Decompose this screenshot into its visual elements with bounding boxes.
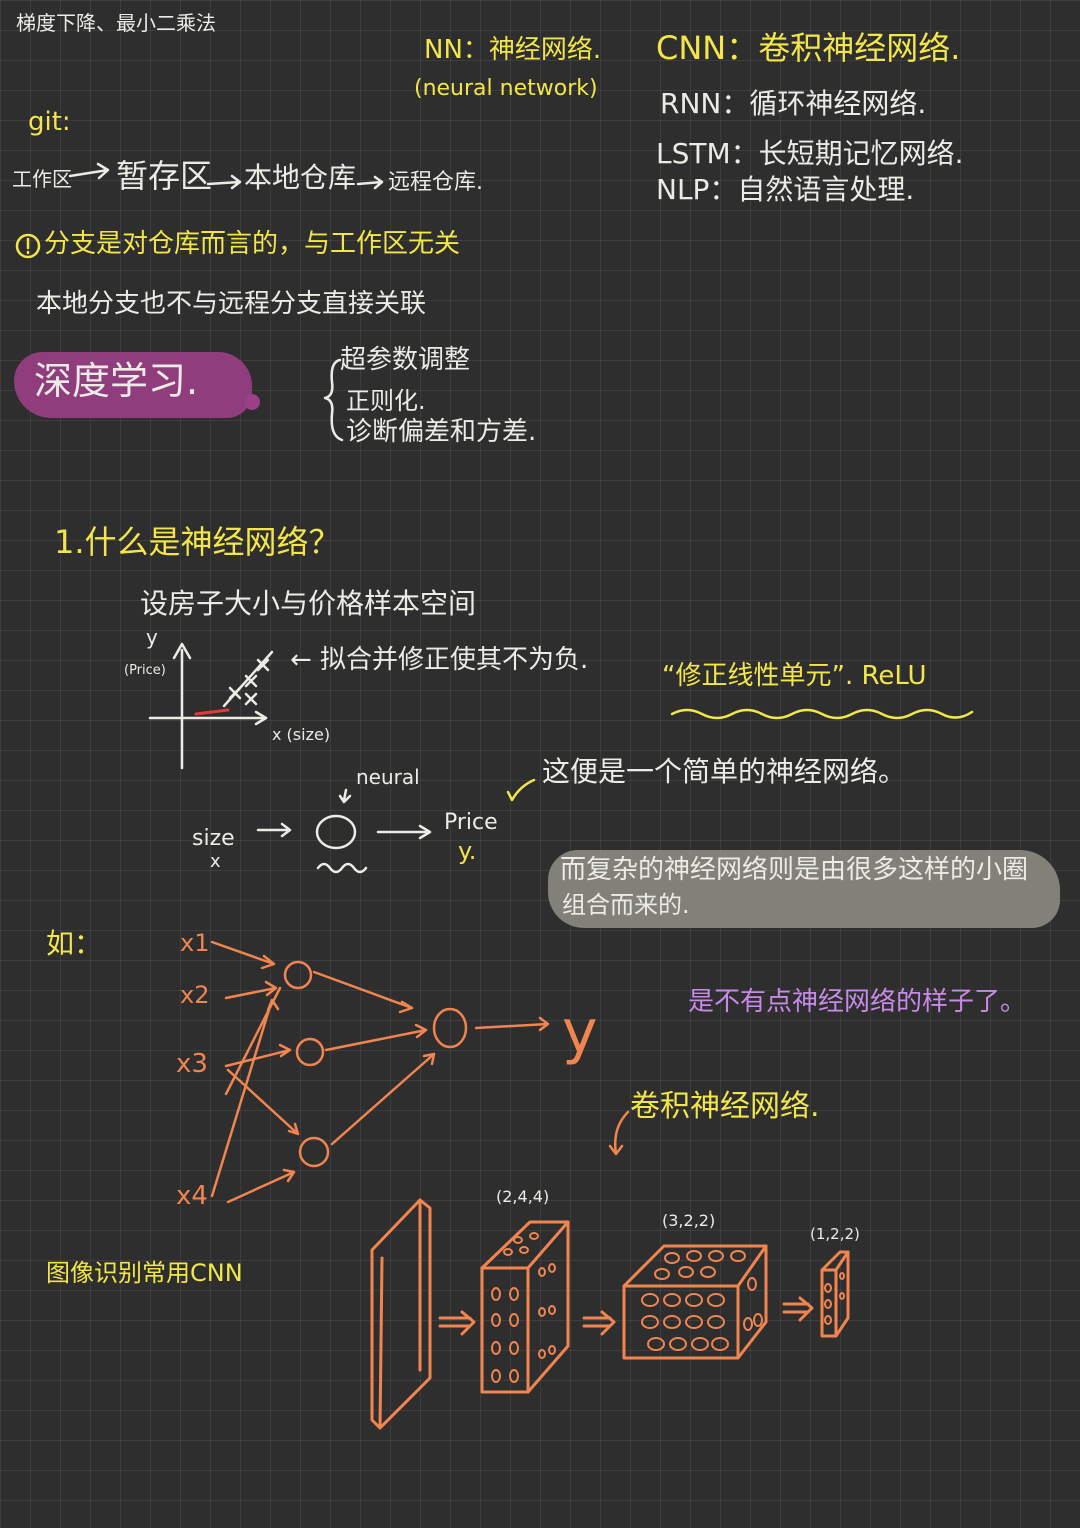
- branch-note-1: 分支是对仓库而言的，与工作区无关: [44, 229, 461, 259]
- looks-like-note: 是不有点神经网络的样子了。: [688, 987, 1027, 1017]
- git-title: git:: [28, 107, 71, 137]
- gradient-note: 梯度下降、最小二乘法: [16, 11, 216, 35]
- brace-shape: [323, 358, 344, 442]
- cnn-term: CNN：卷积神经网络.: [656, 29, 961, 67]
- graph-x-label: x (size): [272, 725, 331, 744]
- nlp-term: NLP：自然语言处理.: [656, 173, 915, 206]
- image-recognition-note: 图像识别常用CNN: [46, 1259, 243, 1287]
- price-graph: [148, 642, 274, 770]
- input-x3: x3: [176, 1049, 208, 1079]
- dl-topic-1: 超参数调整: [340, 345, 471, 375]
- input-x2: x2: [180, 981, 210, 1009]
- simple-nn-caption: 这便是一个简单的神经网络。: [542, 755, 907, 788]
- size-label: size: [192, 826, 235, 851]
- input-x1: x1: [180, 929, 210, 957]
- deep-learning-title: 深度学习.: [34, 359, 199, 403]
- simple-nn: [256, 788, 432, 874]
- price-label: Price: [444, 810, 498, 835]
- cnn-dim-3: (1,2,2): [810, 1225, 860, 1243]
- git-remote-repo: 远程仓库.: [388, 170, 483, 195]
- input-x4: x4: [176, 1181, 208, 1211]
- dl-topic-2: 正则化.: [346, 387, 426, 415]
- neural-label: neural: [356, 765, 420, 789]
- graph-y-sub: (Price): [124, 663, 166, 678]
- highlight-dot: [244, 394, 260, 410]
- output-y: y: [562, 997, 598, 1067]
- complex-note-line2: 组合而来的.: [562, 891, 690, 919]
- dl-topic-3: 诊断偏差和方差.: [346, 417, 537, 447]
- complex-note-highlight: [548, 850, 1060, 928]
- relu-note: “修正线性单元”. ReLU: [662, 661, 927, 691]
- git-workspace: 工作区: [12, 167, 72, 191]
- question-title: 1.什么是神经网络？: [54, 523, 341, 561]
- cnn-neurons: [491, 1232, 845, 1383]
- rnn-term: RNN：循环神经网络.: [660, 87, 927, 120]
- caption-pointer: [506, 778, 536, 802]
- graph-y-label: y: [146, 625, 158, 649]
- complex-note-line1: 而复杂的神经网络则是由很多这样的小圈: [560, 855, 1029, 885]
- relu-underline: [670, 708, 974, 720]
- cnn-diagram: [370, 1198, 850, 1430]
- warning-icon: [15, 233, 41, 259]
- example-label: 如：: [46, 927, 103, 960]
- relu-zero-segment: [194, 708, 230, 716]
- nn-english: (neural network): [414, 76, 598, 101]
- fit-note: ← 拟合并修正使其不为负.: [290, 645, 589, 675]
- house-note: 设房子大小与价格样本空间: [140, 587, 477, 620]
- cnn-dim-2: (3,2,2): [662, 1211, 716, 1230]
- cnn-label: 卷积神经网络.: [630, 1089, 820, 1124]
- nn-term: NN：神经网络.: [424, 35, 602, 65]
- lstm-term: LSTM：长短期记忆网络.: [656, 137, 964, 170]
- cnn-dim-1: (2,4,4): [496, 1187, 550, 1206]
- git-staging: 暂存区: [116, 157, 213, 195]
- cnn-pointer: [608, 1110, 630, 1156]
- git-flow-arrows: [68, 162, 384, 190]
- price-y-label: y.: [458, 837, 477, 865]
- git-local-repo: 本地仓库: [244, 161, 357, 194]
- branch-note-2: 本地分支也不与远程分支直接关联: [36, 289, 427, 319]
- example-network: [210, 940, 550, 1204]
- deep-learning-highlight: [14, 352, 252, 418]
- size-x-label: x: [210, 851, 221, 872]
